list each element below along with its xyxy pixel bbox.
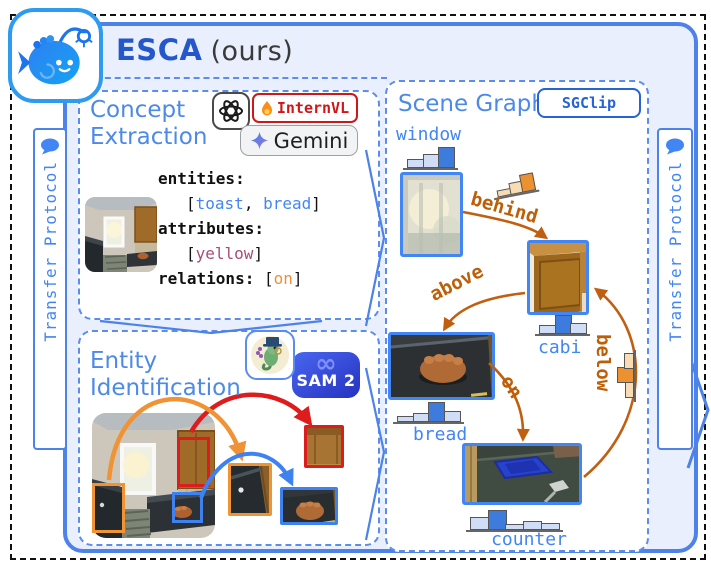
scene-graph-title: Scene Graph	[398, 91, 546, 117]
counter-art	[465, 446, 579, 502]
probability-bar	[397, 416, 414, 422]
node-label-counter: counter	[491, 529, 567, 550]
probability-bar	[570, 323, 588, 334]
kitchen-scene-thumbnail	[85, 197, 157, 272]
probability-bar	[539, 325, 556, 334]
title-underline	[95, 77, 387, 79]
counter-probability-chart	[466, 510, 563, 532]
probability-bar	[422, 154, 440, 168]
bread-probability-chart	[393, 402, 464, 424]
gemini-label: Gemini	[273, 128, 349, 153]
sgclip-badge: SGClip	[537, 88, 641, 118]
transfer-protocol-label: Transfer Protocol	[665, 161, 685, 342]
sam2-label: SAM 2	[296, 370, 356, 390]
kitchen-thumb-art	[85, 197, 157, 272]
probability-bar	[487, 510, 507, 530]
meta-infinity-icon: ∞	[315, 348, 337, 379]
anglerfish-icon	[17, 27, 92, 84]
code-line-attributes: attributes:	[158, 219, 264, 238]
cabinet-patch-art	[307, 428, 341, 465]
openai-knot-icon	[219, 100, 243, 122]
window-art	[403, 175, 460, 254]
extracted-concepts-code: entities: [toast, bread] attributes: [yello…	[158, 166, 321, 291]
node-image-window	[400, 172, 463, 257]
node-image-cabinet	[527, 240, 589, 315]
transfer-protocol-left: Transfer Protocol	[33, 128, 67, 450]
probability-bar	[625, 382, 634, 398]
transfer-protocol-label: Transfer Protocol	[40, 161, 60, 342]
counter-corner-art	[231, 466, 269, 513]
cabinet-art	[530, 243, 586, 312]
chameleon-model-logo	[245, 330, 295, 380]
figure-title: ESCA(ours)	[116, 33, 293, 67]
node-label-bread: bread	[413, 424, 468, 445]
flame-icon	[261, 100, 272, 115]
gemini-badge: Gemini	[240, 125, 358, 156]
probability-bar	[428, 402, 446, 422]
outer-dashed-border	[10, 14, 706, 560]
code-line-relations: relations: [on]	[158, 269, 303, 288]
title-esca: ESCA	[116, 33, 203, 67]
bbox-cabinet-red	[177, 437, 210, 487]
entity-identification-title: Entity Identification	[90, 348, 241, 401]
concept-extraction-title: Concept Extraction	[90, 97, 208, 150]
probability-bar	[412, 413, 430, 422]
probability-bar	[540, 523, 560, 530]
title-ours: (ours)	[210, 36, 294, 67]
probability-bar	[438, 147, 456, 168]
below-probability-chart	[617, 349, 636, 402]
bread-art	[391, 335, 492, 397]
code-line-attributes-values: [yellow]	[186, 244, 264, 263]
speech-bubble-icon	[41, 138, 59, 155]
openai-logo	[212, 92, 250, 130]
internvl-label: InternVL	[276, 99, 350, 117]
probability-bar	[624, 352, 634, 369]
code-line-entities: entities:	[158, 169, 245, 188]
gemini-star-icon	[250, 131, 268, 150]
probability-bar	[444, 411, 462, 422]
patch-counter-corner	[228, 463, 272, 516]
cabi-probability-chart	[535, 315, 591, 336]
window-probability-chart	[403, 147, 459, 170]
node-image-counter	[462, 443, 582, 505]
probability-bar	[554, 315, 572, 334]
transfer-protocol-right: Transfer Protocol	[657, 128, 693, 450]
speech-bubble-icon	[666, 138, 684, 155]
sam2-badge: ∞ SAM 2	[292, 348, 360, 398]
chameleon-tophat-icon	[251, 336, 289, 374]
probability-bar	[407, 159, 424, 168]
probability-bar	[519, 172, 537, 193]
patch-cabinet	[304, 425, 344, 468]
bread-patch-art	[283, 490, 335, 522]
edge-label-below: below	[592, 334, 614, 392]
node-label-window: window	[396, 124, 462, 145]
bbox-bread-blue	[172, 492, 203, 523]
node-label-cabi: cabi	[538, 337, 582, 358]
internvl-badge: InternVL	[252, 93, 358, 123]
esca-anglerfish-logo	[8, 8, 103, 103]
patch-bread	[280, 487, 338, 525]
bbox-counter-orange	[92, 483, 125, 533]
node-image-bread	[388, 332, 495, 400]
probability-bar	[617, 367, 634, 384]
code-line-entities-values: [toast, bread]	[186, 194, 321, 213]
